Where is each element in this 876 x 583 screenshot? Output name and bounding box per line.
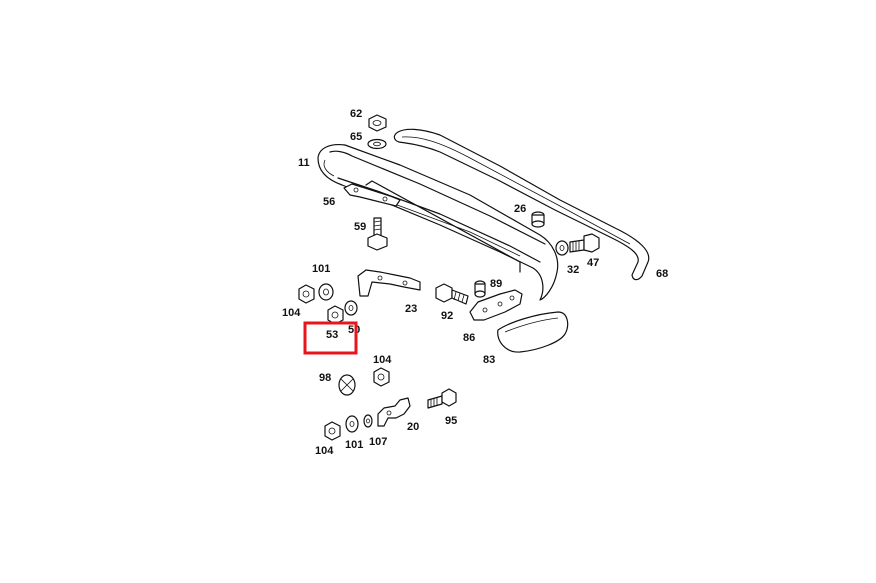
label-86[interactable]: 86 (463, 332, 475, 344)
label-56[interactable]: 56 (323, 196, 335, 208)
part-98-rubber-washer[interactable] (338, 374, 356, 396)
part-104-nut[interactable] (324, 421, 341, 441)
label-32[interactable]: 32 (567, 264, 579, 276)
label-98[interactable]: 98 (319, 372, 331, 384)
part-47-bolt[interactable] (569, 233, 600, 253)
label-26[interactable]: 26 (514, 203, 526, 215)
part-62-nut[interactable] (368, 114, 387, 132)
label-107[interactable]: 107 (369, 436, 387, 448)
part-65-washer[interactable] (367, 138, 387, 150)
part-101-washer[interactable] (318, 283, 334, 301)
highlight-box (303, 321, 358, 355)
part-104-nut[interactable] (298, 284, 315, 304)
part-86-mount[interactable] (469, 289, 523, 321)
label-101[interactable]: 101 (312, 263, 330, 275)
part-50-washer[interactable] (344, 300, 358, 316)
label-89[interactable]: 89 (490, 278, 502, 290)
label-65[interactable]: 65 (350, 131, 362, 143)
label-83[interactable]: 83 (483, 354, 495, 366)
label-104[interactable]: 104 (373, 354, 392, 366)
label-23[interactable]: 23 (405, 303, 417, 315)
part-107-washer[interactable] (363, 414, 373, 428)
label-50[interactable]: 50 (348, 324, 360, 336)
label-62[interactable]: 62 (350, 108, 362, 120)
label-47[interactable]: 47 (587, 257, 599, 269)
label-101[interactable]: 101 (345, 439, 363, 451)
label-92[interactable]: 92 (441, 310, 453, 322)
part-32-washer[interactable] (555, 240, 569, 256)
part-92-bolt[interactable] (435, 283, 469, 305)
label-11[interactable]: 11 (298, 157, 310, 169)
part-68-rubber-strip[interactable] (393, 128, 650, 281)
part-53-nut[interactable] (327, 305, 344, 325)
label-68[interactable]: 68 (656, 268, 668, 280)
part-23-bracket[interactable] (357, 269, 421, 297)
label-104[interactable]: 104 (315, 445, 334, 457)
part-56-clip[interactable] (343, 183, 401, 207)
part-83-bumper-guard[interactable] (497, 311, 569, 353)
part-26-plug[interactable] (531, 211, 545, 228)
part-95-bolt[interactable] (427, 388, 457, 409)
part-89-plug[interactable] (474, 280, 486, 298)
part-101-washer[interactable] (345, 415, 359, 433)
part-104-nut[interactable] (373, 367, 390, 387)
part-11-bumper-bar[interactable] (317, 143, 559, 301)
label-95[interactable]: 95 (445, 415, 457, 427)
label-104[interactable]: 104 (282, 307, 301, 319)
part-20-bracket[interactable] (377, 397, 411, 427)
label-53[interactable]: 53 (326, 329, 338, 341)
label-59[interactable]: 59 (354, 221, 366, 233)
part-59-bolt[interactable] (367, 217, 388, 251)
label-20[interactable]: 20 (407, 421, 419, 433)
